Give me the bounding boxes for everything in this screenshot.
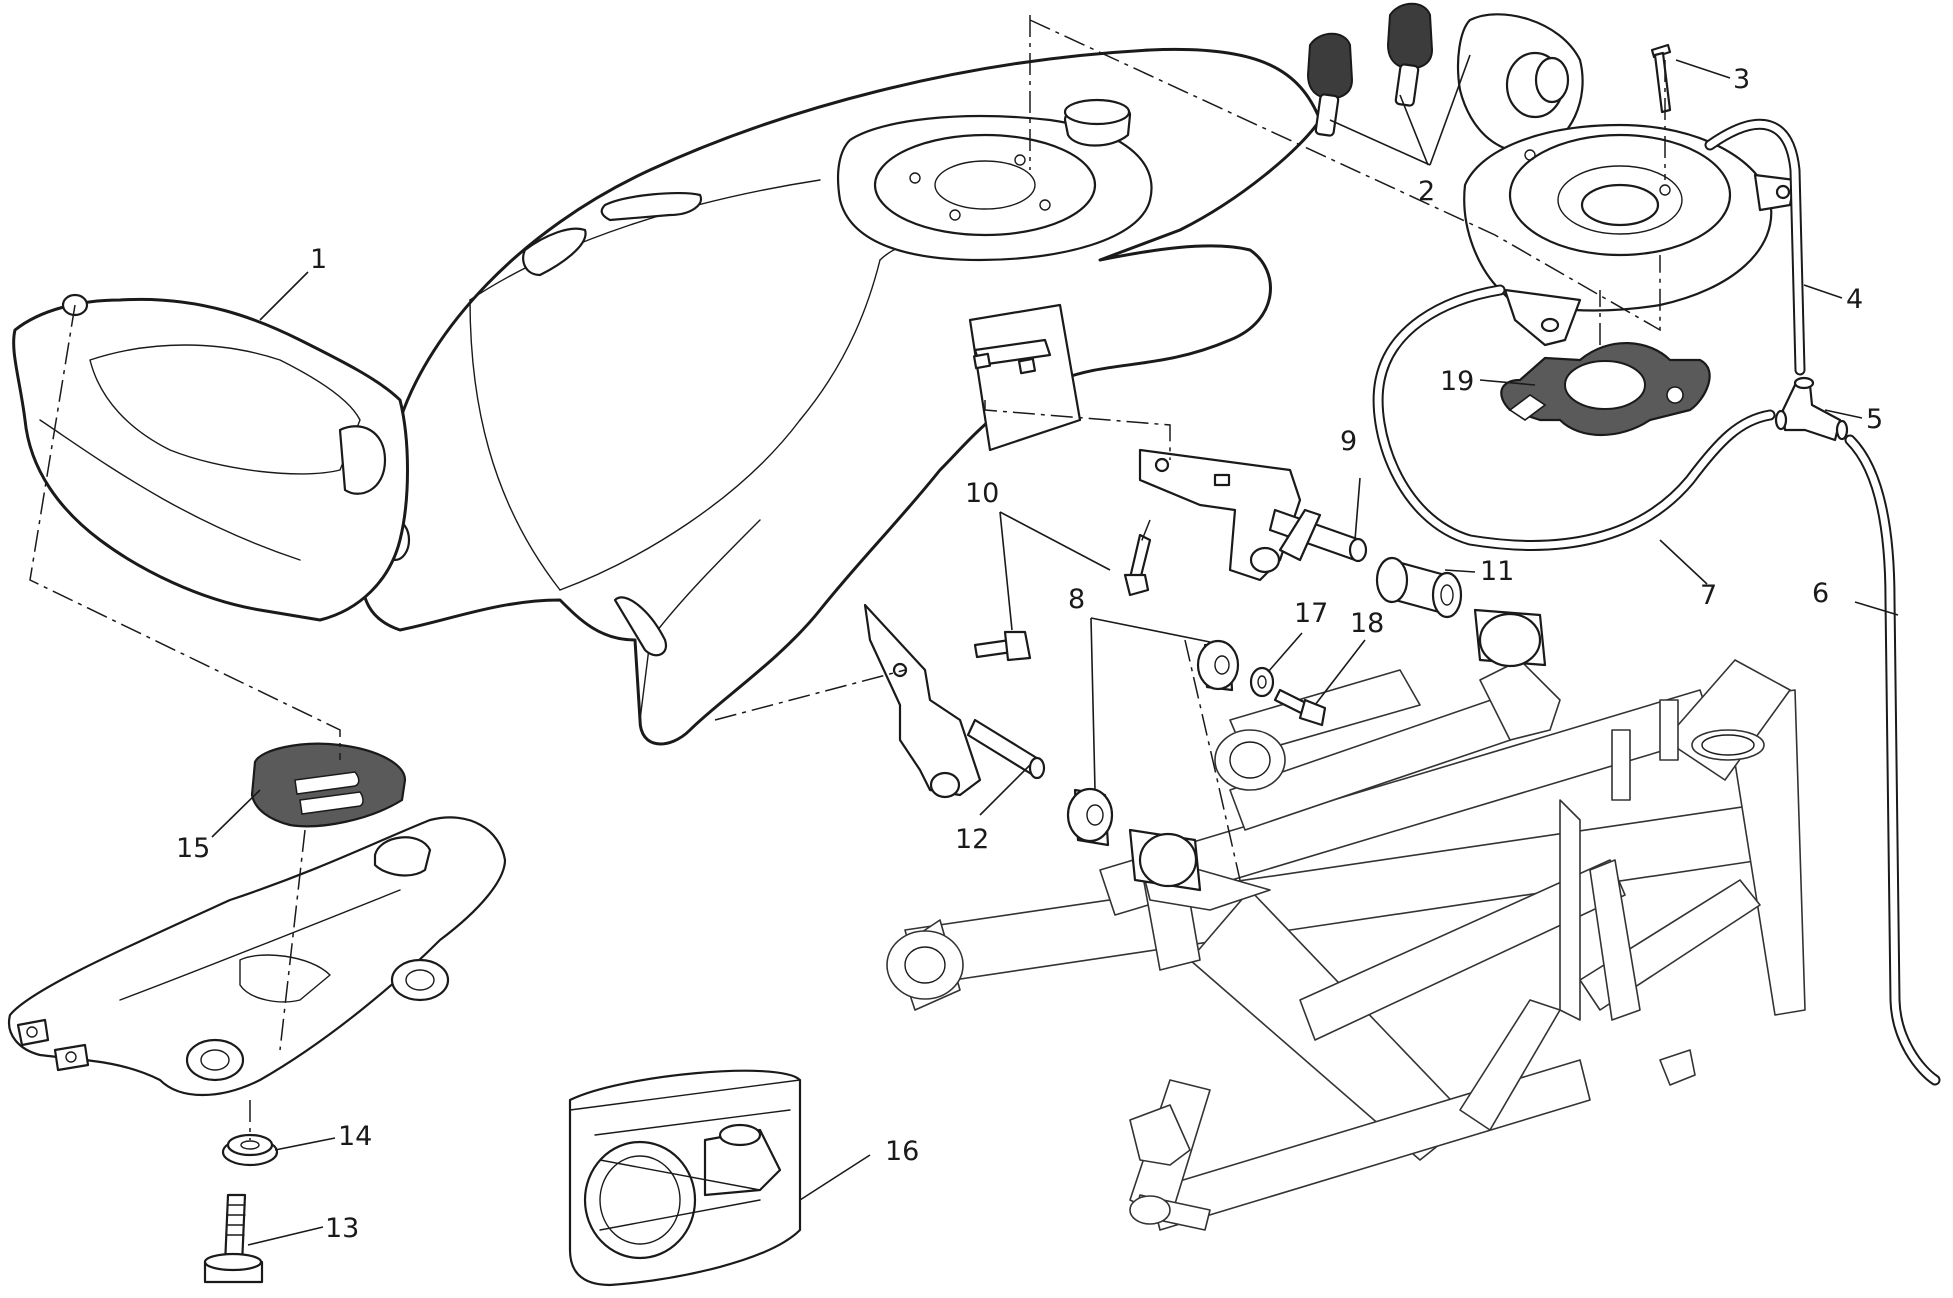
alignment-lines xyxy=(29,15,1666,1140)
callout-12: 12 xyxy=(955,824,989,855)
bolt-10 xyxy=(1123,533,1152,597)
callout-1: 1 xyxy=(310,244,327,275)
breather-hoses xyxy=(1372,118,1941,1086)
bracket-12 xyxy=(863,603,1046,799)
bolt-18 xyxy=(1273,688,1327,727)
callout-13: 13 xyxy=(325,1213,359,1244)
callout-19: 19 xyxy=(1440,366,1474,397)
bolt-13 xyxy=(203,1193,264,1284)
gasket-19 xyxy=(1500,341,1711,436)
filler-cap-assembly xyxy=(1306,2,1797,347)
callout-6: 6 xyxy=(1812,578,1829,609)
bushing-11 xyxy=(1375,556,1463,619)
callout-labels: 1 2 3 4 5 6 7 8 9 10 11 12 13 14 15 16 1… xyxy=(176,64,1883,1244)
callout-9: 9 xyxy=(1340,426,1357,457)
callout-14: 14 xyxy=(338,1121,372,1152)
callout-8: 8 xyxy=(1068,584,1085,615)
callout-16: 16 xyxy=(885,1136,919,1167)
callout-18: 18 xyxy=(1350,608,1384,639)
callout-5: 5 xyxy=(1866,404,1883,435)
callout-11: 11 xyxy=(1480,556,1514,587)
grommet-14 xyxy=(221,1133,279,1167)
callout-2: 2 xyxy=(1418,176,1435,207)
leader-lines xyxy=(211,54,1899,1246)
rubber-pad-15 xyxy=(250,742,407,828)
washer-17 xyxy=(1249,666,1275,698)
fuel-tank xyxy=(358,47,1322,746)
callout-17: 17 xyxy=(1294,598,1328,629)
screw-3 xyxy=(1650,43,1672,114)
callout-10: 10 xyxy=(965,478,999,509)
tank-base-liner xyxy=(12,293,409,622)
trellis-frame xyxy=(886,659,1806,1231)
callout-4: 4 xyxy=(1846,284,1863,315)
bracket-9 xyxy=(1138,448,1368,582)
callout-15: 15 xyxy=(176,833,210,864)
callout-3: 3 xyxy=(1733,64,1750,95)
support-plate xyxy=(7,816,507,1096)
bushing-8 xyxy=(1066,608,1547,892)
callout-7: 7 xyxy=(1700,580,1717,611)
detail-inset-16 xyxy=(568,1069,802,1287)
